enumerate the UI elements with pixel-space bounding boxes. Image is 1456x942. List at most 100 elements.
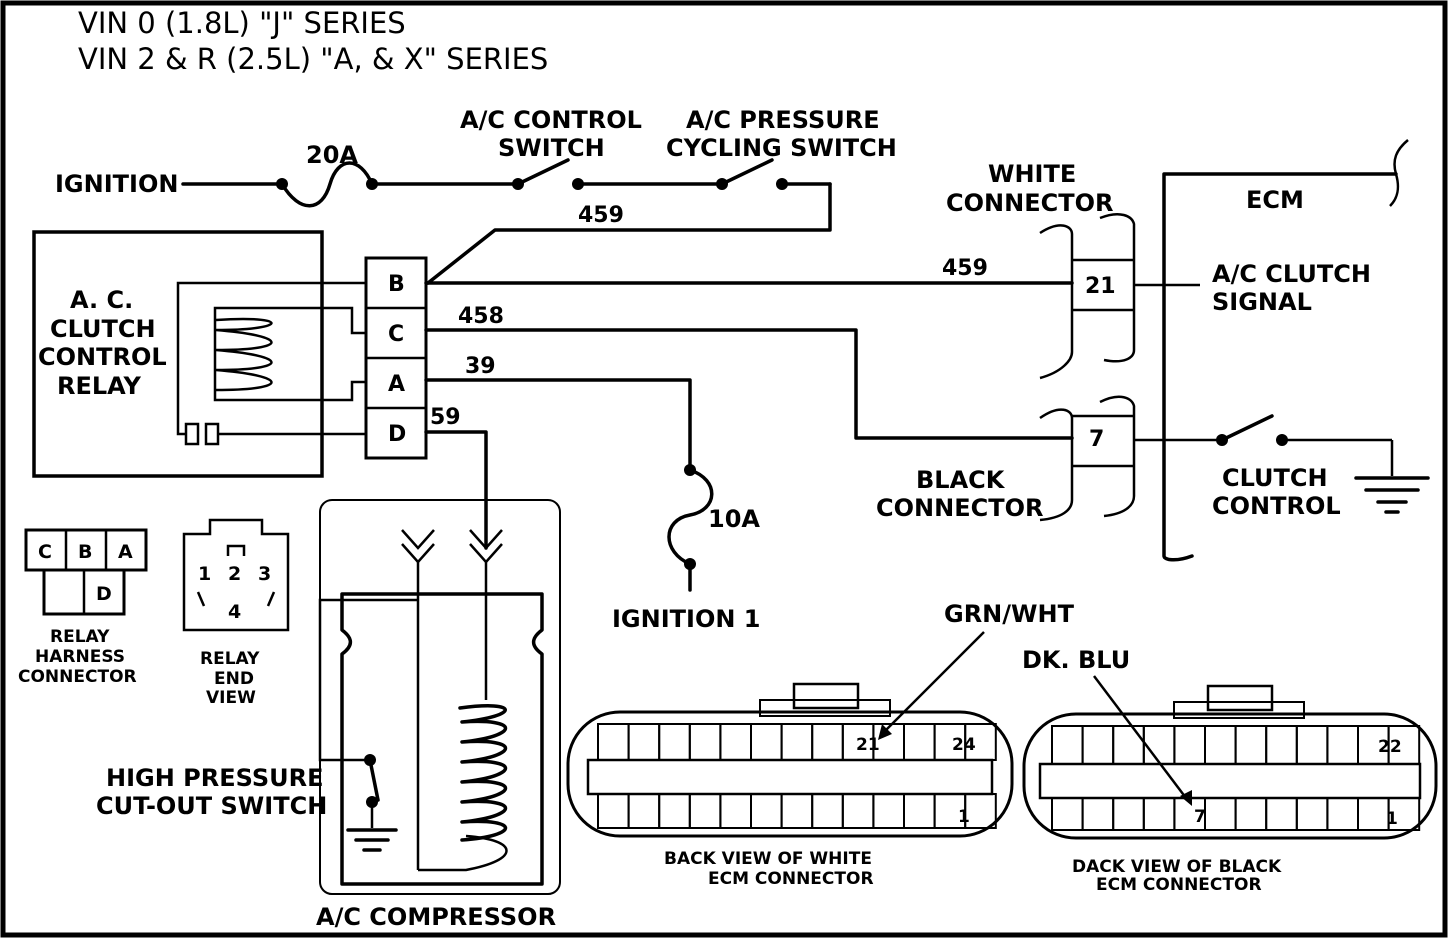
- ac-control-switch: [366, 158, 584, 190]
- high-pressure-label-2: CUT-OUT SWITCH: [96, 792, 327, 820]
- ac-compressor: [318, 499, 561, 895]
- relay-body: [32, 230, 324, 478]
- relay-pin-d: D: [388, 422, 406, 447]
- ecm-pin-cell: [1112, 725, 1145, 765]
- ecm-pin-cell: [1051, 725, 1084, 765]
- dk-blu-label: DK. BLU: [1022, 646, 1130, 674]
- ignition-label: IGNITION: [55, 170, 178, 198]
- ecm-pin-cell: [841, 793, 875, 829]
- ac-pressure-cycling-switch: [576, 158, 832, 190]
- relay-coil-wiring-c: [213, 306, 366, 402]
- ecm-boundary: [1162, 172, 1398, 562]
- ignition-1-label: IGNITION 1: [612, 605, 761, 633]
- ecm-pin-cell: [964, 793, 997, 829]
- ecm-pin-cell: [627, 793, 661, 829]
- end-view-label-3: VIEW: [206, 688, 256, 708]
- white-connector-pin: 21: [1085, 274, 1116, 299]
- ecm-pin-cell: [597, 793, 630, 829]
- svg-text:24: 24: [952, 735, 976, 755]
- ecm-pin-cell: [1051, 797, 1084, 831]
- title-line-2: VIN 2 & R (2.5L) "A, & X" SERIES: [78, 42, 548, 76]
- ecm-pin-cell: [903, 793, 936, 829]
- ecm-pin-cell: [811, 793, 844, 829]
- ecm-pin-cell: [1081, 725, 1115, 765]
- white-connector-label-1: WHITE: [988, 160, 1076, 188]
- fuse-20a: [280, 161, 374, 208]
- relay-contacts: [184, 422, 366, 446]
- black-ecm-connector: 22 7 1: [1022, 684, 1438, 840]
- ecm-pin-cell: [1234, 725, 1268, 765]
- wire-39-label: 39: [465, 354, 496, 379]
- ecm-pin-cell: [1204, 797, 1237, 831]
- wire-59-label: 59: [430, 405, 461, 430]
- relay-label-2: CLUTCH: [50, 315, 156, 343]
- relay-coil: [215, 317, 273, 392]
- end-view-label-2: END: [214, 669, 254, 689]
- ac-control-switch-label-1: A/C CONTROL: [460, 106, 642, 134]
- svg-text:1: 1: [1386, 809, 1398, 829]
- ecm-pin-cell: [719, 723, 753, 761]
- wire-459-top: [426, 182, 832, 285]
- ecm-pin-cell: [780, 723, 814, 761]
- relay-contact-wiring: [176, 281, 366, 436]
- ecm-pin-cell: [719, 793, 753, 829]
- end-view-label-1: RELAY: [200, 649, 260, 669]
- wire-458: [424, 328, 1074, 440]
- relay-harness-connector: C B A D: [24, 528, 148, 616]
- svg-text:7: 7: [1194, 807, 1206, 827]
- svg-text:A: A: [118, 541, 133, 563]
- cutout-ground-icon: [346, 828, 398, 852]
- relay-pin-a: A: [388, 372, 405, 397]
- black-connector: 7: [1039, 395, 1136, 522]
- ecm-label: ECM: [1246, 186, 1304, 214]
- svg-text:1: 1: [958, 807, 970, 827]
- svg-text:3: 3: [258, 563, 271, 585]
- ecm-pin-cell: [1142, 725, 1176, 765]
- relay-label-1: A. C.: [70, 286, 133, 314]
- grn-wht-arrow: [878, 631, 985, 740]
- black-connector-label-1: BLACK: [916, 466, 1006, 494]
- ecm-pin-cell: [1142, 797, 1176, 831]
- black-connector-label-2: CONNECTOR: [876, 494, 1043, 522]
- ac-pressure-switch-label-1: A/C PRESSURE: [686, 106, 880, 134]
- white-connector-label-2: CONNECTOR: [946, 189, 1113, 217]
- svg-text:B: B: [78, 541, 92, 563]
- ecm-pin-cell: [1173, 725, 1207, 765]
- black-connector-pin: 7: [1089, 427, 1104, 452]
- ecm-pin-cell: [1357, 797, 1390, 831]
- svg-text:4: 4: [228, 601, 241, 623]
- svg-text:D: D: [96, 583, 112, 605]
- ecm-pin-cell: [1204, 725, 1237, 765]
- ecm-pin-cell: [1295, 797, 1329, 831]
- ecm-pin-cell: [750, 723, 783, 761]
- svg-text:2: 2: [228, 563, 241, 585]
- relay-label-3: CONTROL: [38, 343, 167, 371]
- ecm-pin-cell: [1387, 797, 1421, 831]
- relay-label-4: RELAY: [57, 372, 141, 400]
- ecm-pin-cell: [1081, 797, 1115, 831]
- clutch-control-switch: [1134, 414, 1394, 476]
- white-ecm-label-2: ECM CONNECTOR: [708, 869, 874, 889]
- ac-control-switch-label-2: SWITCH: [498, 134, 605, 162]
- ecm-pin-cell: [1265, 725, 1298, 765]
- ecm-pin-cell: [1112, 797, 1145, 831]
- ecm-pin-cell: [903, 723, 936, 761]
- fuse-20a-label: 20A: [306, 141, 358, 169]
- grn-wht-label: GRN/WHT: [944, 600, 1075, 628]
- ecm-pin-cell: [811, 723, 844, 761]
- white-ecm-label-1: BACK VIEW OF WHITE: [664, 849, 872, 869]
- svg-text:22: 22: [1378, 737, 1402, 757]
- ecm-boundary-break: [1393, 139, 1409, 175]
- ac-clutch-signal-label-1: A/C CLUTCH: [1212, 260, 1371, 288]
- ecm-pin-cell: [1234, 797, 1268, 831]
- wire-458-label: 458: [458, 304, 504, 329]
- clutch-ground-icon: [1354, 476, 1430, 514]
- dk-blu-arrow: [1093, 675, 1192, 806]
- ecm-pin-cell: [1326, 725, 1360, 765]
- white-ecm-connector: 21 24 1: [566, 682, 1014, 838]
- ecm-pin-cell: [597, 723, 630, 761]
- ecm-pin-cell: [1326, 797, 1360, 831]
- relay-pin-b: B: [388, 272, 405, 297]
